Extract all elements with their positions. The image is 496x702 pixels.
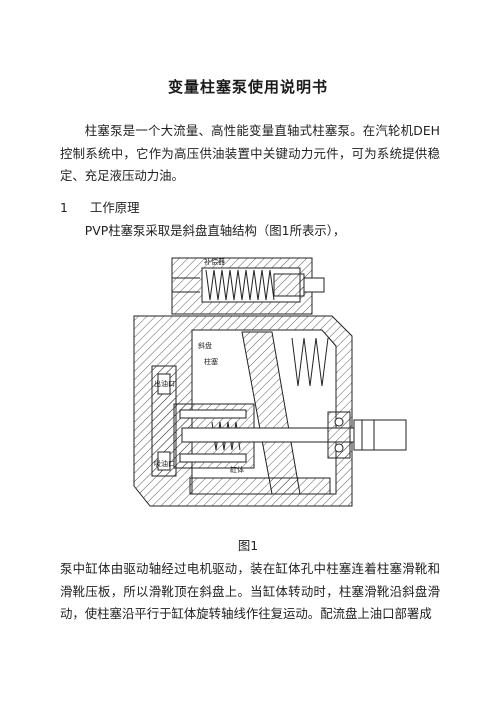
label-swash-plate: 斜盘 bbox=[198, 341, 212, 350]
label-piston: 柱塞 bbox=[204, 357, 218, 366]
label-cylinder: 缸体 bbox=[230, 465, 244, 474]
label-inlet: 吸油口 bbox=[154, 459, 175, 468]
label-outlet: 出油口 bbox=[154, 379, 175, 388]
section-number: 1 bbox=[60, 200, 68, 215]
pump-cross-section-figure: 补偿器 斜盘 柱塞 出油口 缸体 吸油口 bbox=[122, 256, 412, 526]
body-paragraph: 泵中缸体由驱动轴经过电机驱动，装在缸体孔中柱塞连着柱塞滑靴和滑靴压板，所以滑靴顶… bbox=[60, 561, 440, 621]
label-compensator: 补偿器 bbox=[204, 257, 225, 266]
section-heading: 1 工作原理 bbox=[60, 198, 140, 216]
section-paragraph: PVP柱塞泵采取是斜盘直轴结构（图1所表示）， bbox=[84, 223, 346, 238]
intro-paragraph: 柱塞泵是一个大流量、高性能变量直轴式柱塞泵。在汽轮机DEH控制系统中，它作为高压… bbox=[60, 123, 440, 183]
document-title: 变量柱塞泵使用说明书 bbox=[167, 78, 328, 96]
section-title: 工作原理 bbox=[90, 200, 140, 215]
figure-caption: 图1 bbox=[237, 538, 259, 553]
